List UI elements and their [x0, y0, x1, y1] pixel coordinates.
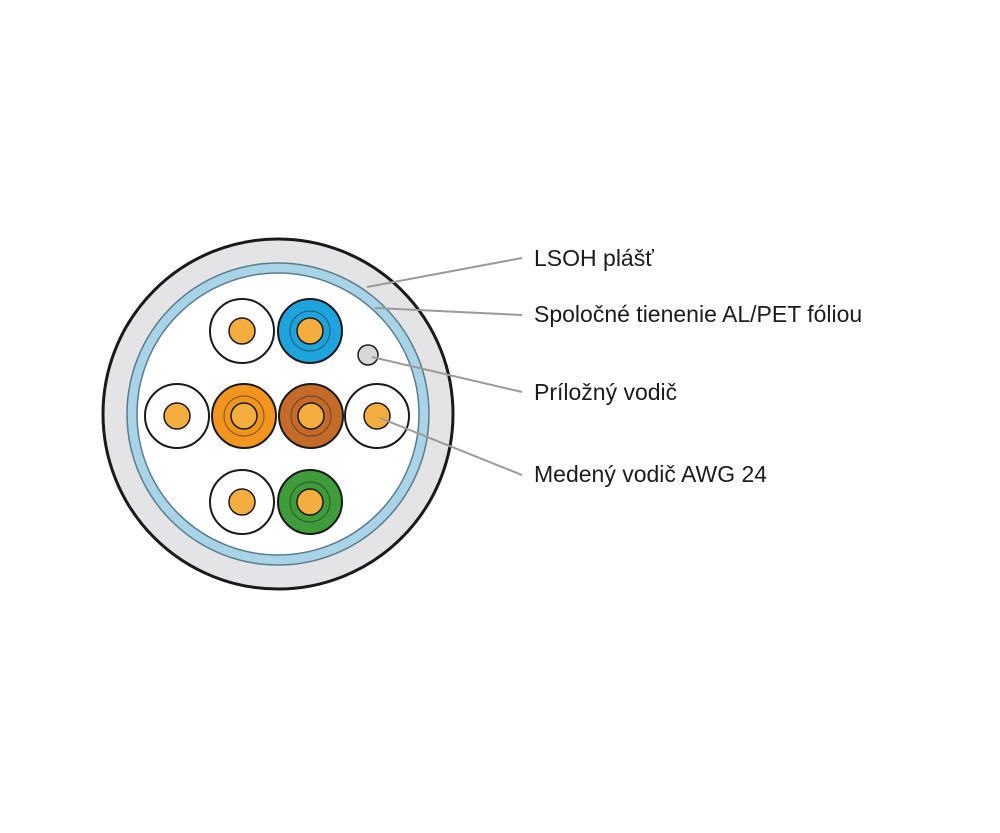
label-jacket: LSOH plášť	[534, 245, 654, 271]
leader-line-jacket	[366, 257, 523, 288]
wire-white-orange	[144, 383, 210, 449]
wire-white-green	[209, 469, 275, 535]
wire-green	[277, 469, 343, 535]
label-shield: Spoločné tienenie AL/PET fóliou	[534, 301, 862, 327]
wire-white-brown	[344, 383, 410, 449]
leader-line-shield	[374, 307, 523, 316]
wire-blue	[277, 298, 343, 364]
cable-core	[136, 272, 420, 556]
leader-line-drain-wire	[371, 356, 523, 393]
leader-line-conductor	[379, 417, 523, 476]
wire-orange	[211, 383, 277, 449]
label-conductor: Medený vodič AWG 24	[534, 461, 767, 487]
drain-wire	[357, 344, 379, 366]
wire-white-blue	[209, 298, 275, 364]
wire-brown	[278, 383, 344, 449]
label-drain-wire: Príložný vodič	[534, 379, 677, 405]
